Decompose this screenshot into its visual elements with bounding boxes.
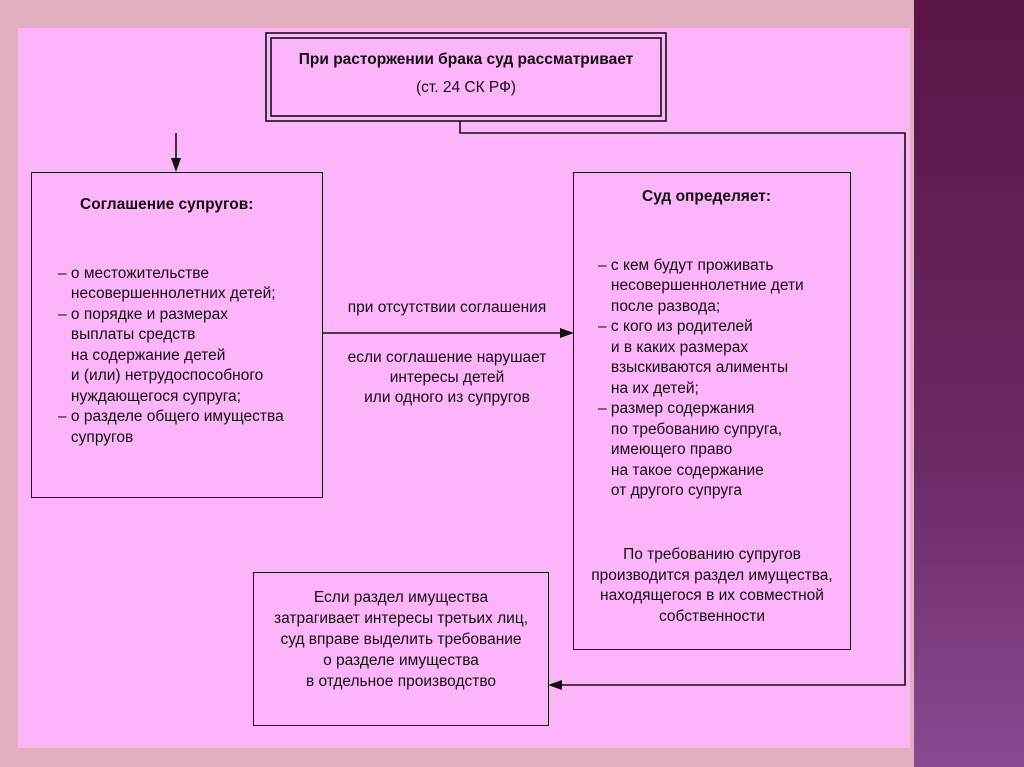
- tail-line: По требованию супругов: [623, 546, 801, 563]
- agreement-list: – о местожительстве несовершеннолетних д…: [58, 243, 284, 469]
- list-item: – о порядке и размерах: [58, 305, 229, 323]
- court-tail: По требованию супругов производится разде…: [574, 545, 850, 627]
- list-item: от другого супруга: [598, 482, 743, 499]
- agreement-heading: Соглашение супругов:: [80, 196, 254, 213]
- list-item: по требованию супруга,: [598, 420, 783, 438]
- box-line: в отдельное производство: [305, 673, 497, 690]
- list-item: несовершеннолетние дети: [598, 277, 804, 294]
- list-item: после развода;: [598, 297, 721, 315]
- list-item: – размер содержания: [598, 400, 755, 417]
- list-item: – с кого из родителей: [598, 318, 753, 335]
- third-party-box: Если раздел имущества затрагивает интерес…: [253, 572, 549, 726]
- label-line: или одного из супругов: [364, 389, 530, 406]
- tail-line: находящегося в их совместной: [600, 587, 824, 604]
- label-line: интересы детей: [389, 369, 505, 386]
- label-line: если соглашение нарушает: [347, 349, 547, 366]
- no-agreement-label: при отсутствии соглашения: [347, 299, 547, 316]
- list-item: и в каких размерах: [598, 338, 749, 356]
- court-heading: Суд определяет:: [642, 188, 772, 205]
- box-line: о разделе имущества: [323, 652, 479, 669]
- tail-line: собственности: [658, 607, 766, 625]
- court-box: Суд определяет: – с кем будут проживать …: [573, 172, 851, 650]
- box-line: Если раздел имущества: [313, 589, 489, 606]
- list-item: нуждающегося супруга;: [58, 387, 241, 405]
- list-item: – с кем будут проживать: [598, 256, 774, 274]
- slide-panel: [18, 28, 910, 748]
- list-item: на содержание детей: [58, 346, 226, 364]
- title-line1: При расторжении брака суд рассматривает: [298, 51, 634, 68]
- title-line2: (ст. 24 СК РФ): [415, 79, 517, 96]
- list-item: имеющего право: [598, 441, 733, 458]
- list-item: и (или) нетрудоспособного: [58, 367, 264, 384]
- box-line: затрагивает интересы третьих лиц,: [273, 610, 529, 627]
- list-item: – о местожительстве: [58, 264, 209, 282]
- violation-label: если соглашение нарушает интересы детей ил…: [322, 348, 572, 408]
- list-item: выплаты средств: [58, 326, 196, 343]
- list-item: на такое содержание: [598, 461, 764, 479]
- court-list: – с кем будут проживать несовершеннолетн…: [598, 235, 804, 522]
- arrow-down-icon: [171, 158, 181, 172]
- list-item: супругов: [58, 428, 134, 446]
- list-item: – о разделе общего имущества: [58, 408, 284, 425]
- decorative-side-strip: [914, 0, 1024, 767]
- tail-line: производится раздел имущества,: [591, 566, 833, 584]
- box-line: суд вправе выделить требование: [280, 631, 522, 648]
- list-item: на их детей;: [598, 379, 699, 397]
- arrow-right-icon: [560, 328, 574, 338]
- agreement-box: Соглашение супругов: – о местожительстве…: [31, 172, 323, 498]
- list-item: взыскиваются алименты: [598, 359, 789, 376]
- list-item: несовершеннолетних детей;: [58, 285, 276, 302]
- arrow-left-icon: [548, 680, 562, 690]
